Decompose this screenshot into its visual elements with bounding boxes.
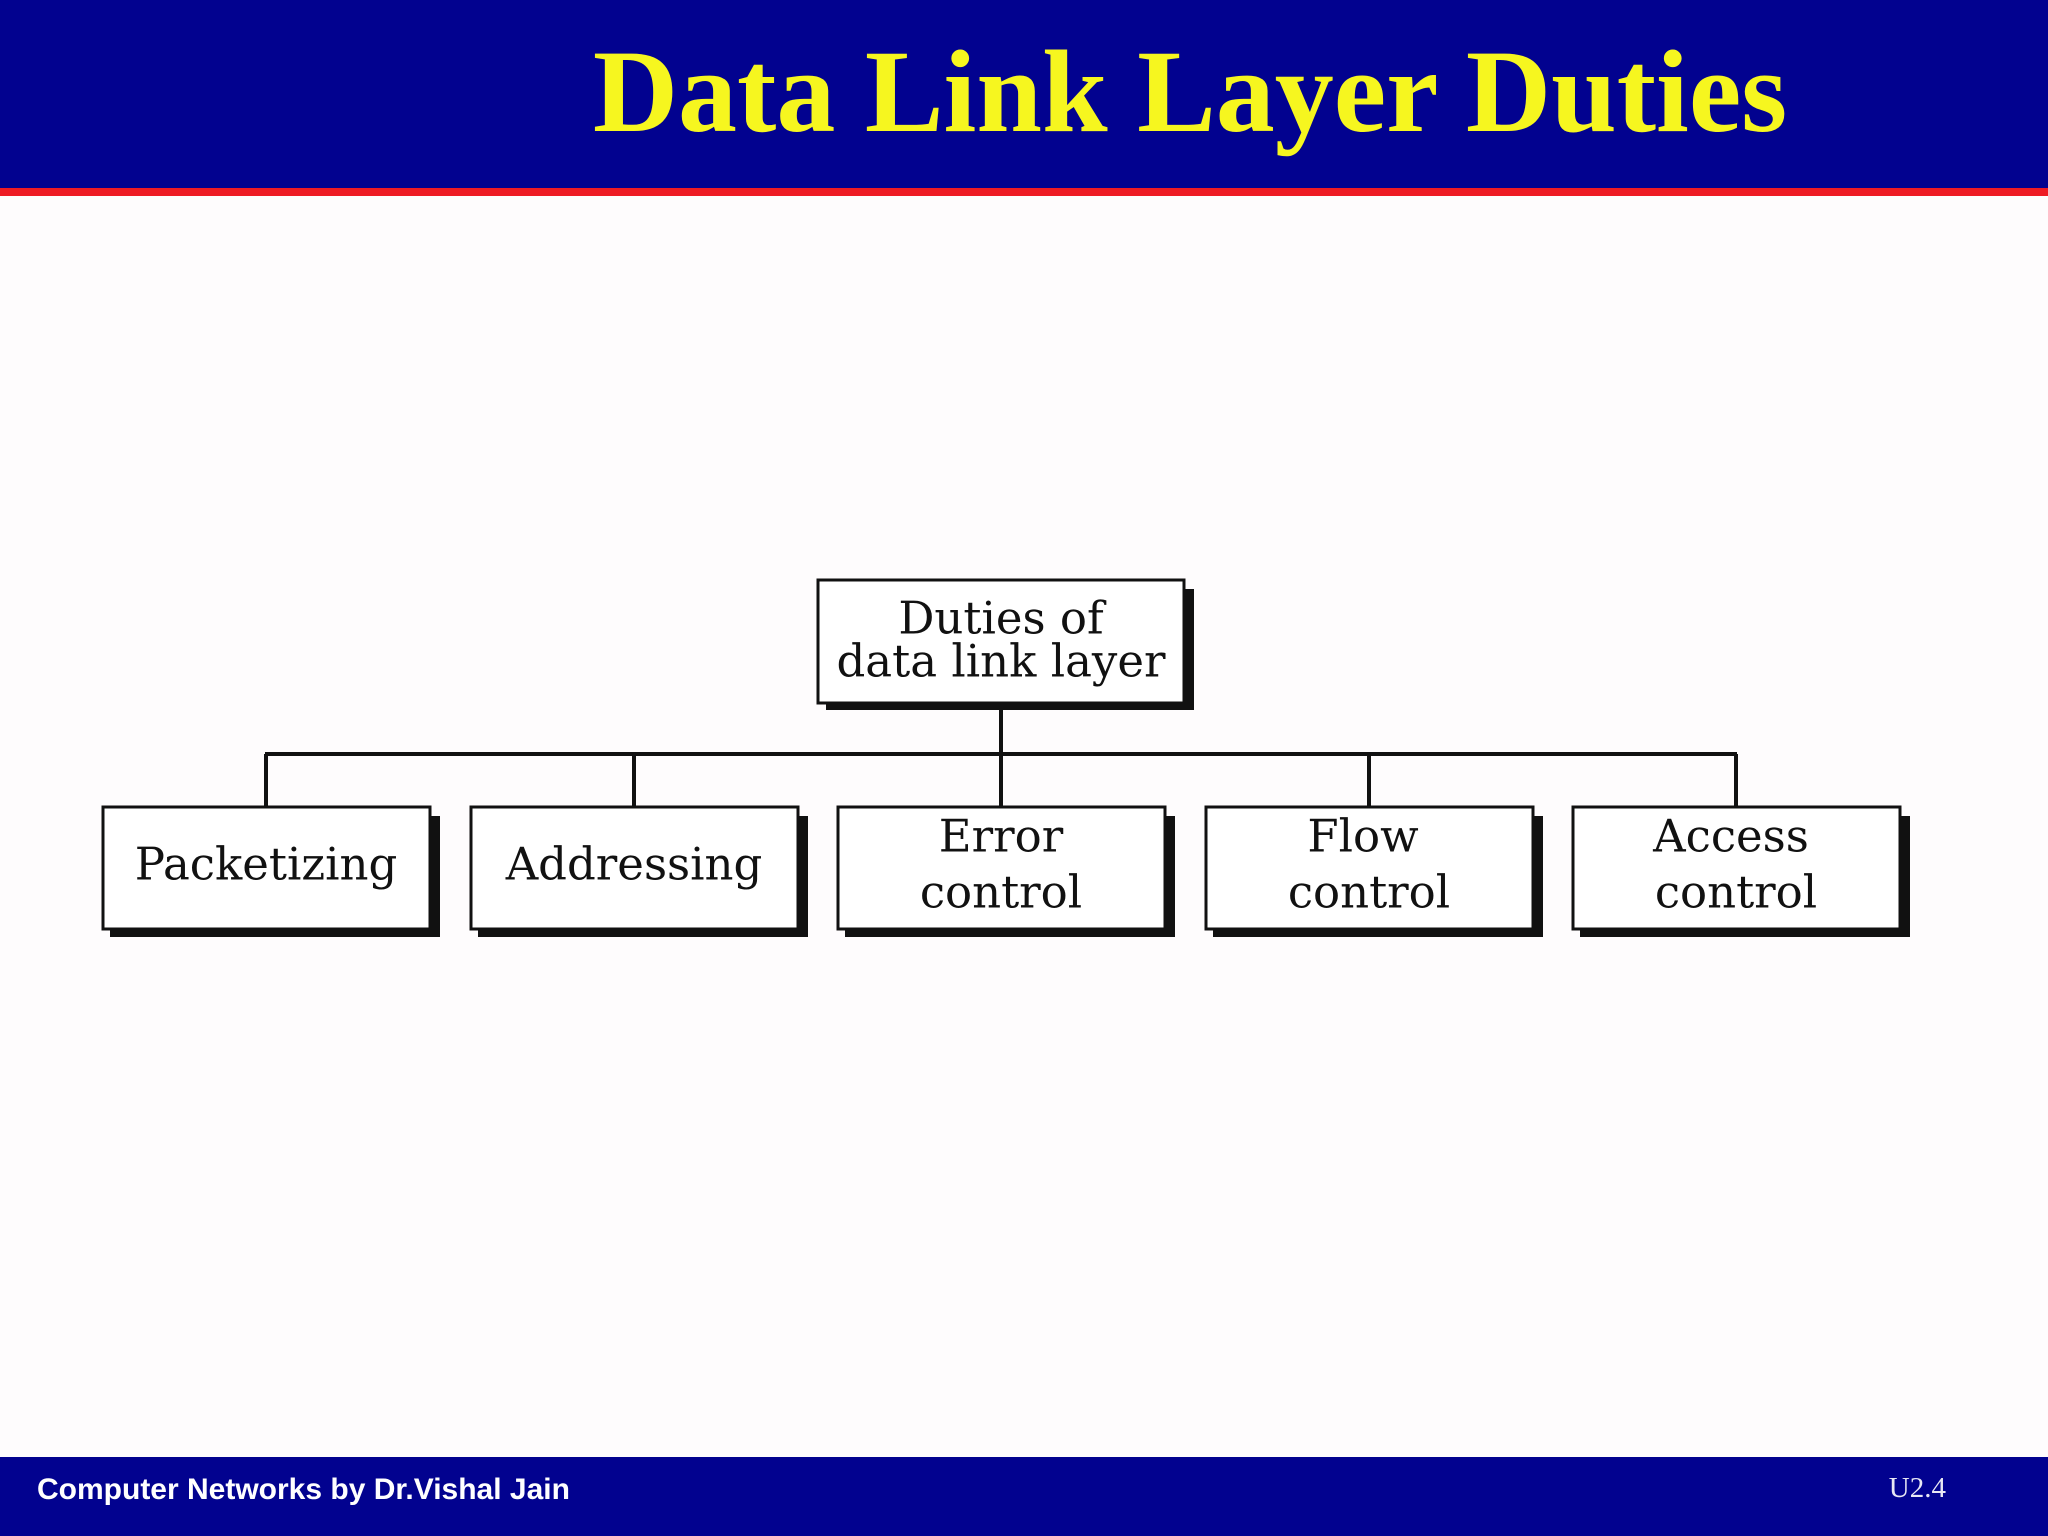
node-error-control-box [836,805,1167,931]
node-addressing: Addressing [469,805,808,937]
node-access-control-label-line-1: Access [1652,810,1809,863]
slide-number: U2.4 [1888,1472,1946,1504]
node-addressing-box [469,805,800,931]
node-access-control: Access control [1571,805,1910,937]
footer-credit: Computer Networks by Dr.Vishal Jain [37,1473,570,1506]
node-packetizing-label: Packetizing [135,838,398,891]
node-access-control-box [1571,805,1902,931]
node-error-control-label-line-1: Error [939,810,1064,863]
node-addressing-label: Addressing [505,838,763,891]
node-flow-control-label-line-2: control [1288,866,1450,919]
duties-diagram: Duties of data link layer Packetizing Ad… [101,578,1910,937]
node-error-control-label-line-2: control [920,866,1082,919]
node-packetizing-box [101,805,432,931]
root-node-label-line-1: Duties of [898,592,1107,645]
node-access-control-label-line-2: control [1655,866,1817,919]
node-flow-control-label-line-1: Flow [1307,810,1418,863]
slide-title: Data Link Layer Duties [592,26,1788,157]
node-flow-control-box [1204,805,1535,931]
connector-lines [264,706,1738,808]
node-flow-control: Flow control [1204,805,1543,937]
root-node-box [816,578,1186,705]
node-error-control: Error control [836,805,1175,937]
header-divider [0,188,2048,196]
footer-bar [0,1457,2048,1536]
header-bar [0,0,2048,188]
node-packetizing: Packetizing [101,805,440,937]
root-node: Duties of data link layer [816,578,1194,710]
root-node-label-line-2: data link layer [837,635,1166,688]
